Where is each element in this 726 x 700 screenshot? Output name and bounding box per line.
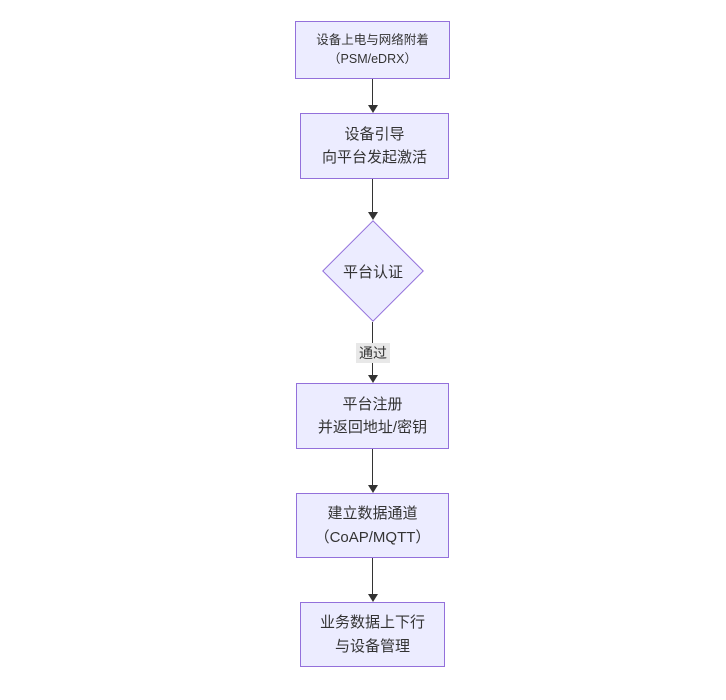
node-label-line: 设备引导 (344, 125, 405, 143)
node-label-line: 向平台发起激活 (321, 149, 427, 166)
node-label-line: 并返回地址/密钥 (317, 419, 428, 436)
node-label-line: （CoAP/MQTT） (314, 528, 431, 546)
node-label-line: （PSM/eDRX） (328, 52, 417, 66)
edge-label-pass: 通过 (356, 343, 390, 363)
node-platform-register: 平台注册 并返回地址/密钥 (296, 383, 449, 449)
arrowhead-down-icon (368, 594, 378, 602)
node-label-line: 平台注册 (342, 395, 403, 413)
node-label-line: 与设备管理 (334, 637, 410, 655)
node-platform-auth: 平台认证 (322, 220, 424, 322)
arrowhead-down-icon (368, 485, 378, 493)
arrowhead-down-icon (368, 105, 378, 113)
node-business-data: 业务数据上下行 与设备管理 (300, 602, 445, 667)
node-data-channel: 建立数据通道 （CoAP/MQTT） (296, 493, 449, 558)
node-device-bootstrap: 设备引导 向平台发起激活 (300, 113, 449, 179)
arrowhead-down-icon (368, 375, 378, 383)
arrow-shaft (372, 179, 373, 213)
node-label-line: 建立数据通道 (327, 505, 418, 523)
node-power-network-attach: 设备上电与网络附着 （PSM/eDRX） (295, 21, 450, 79)
node-label-line: 业务数据上下行 (319, 614, 425, 632)
arrow-shaft (372, 558, 373, 594)
arrow-shaft (372, 449, 373, 485)
arrowhead-down-icon (368, 212, 378, 220)
arrow-shaft (372, 79, 373, 106)
node-label-line: 平台认证 (342, 263, 403, 281)
node-label-line: 设备上电与网络附着 (316, 32, 429, 47)
